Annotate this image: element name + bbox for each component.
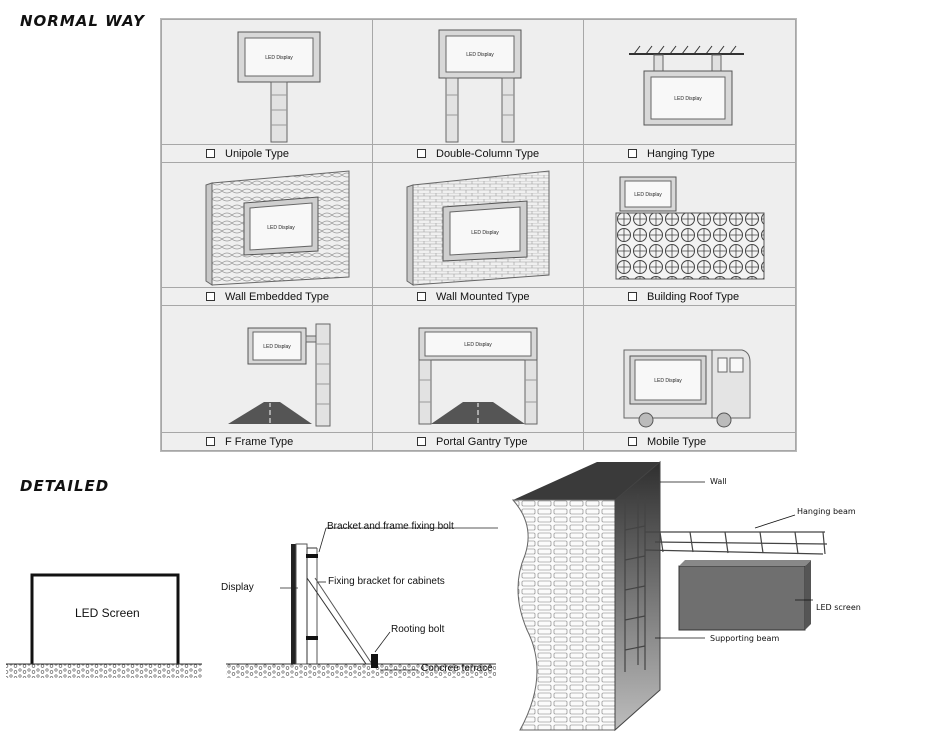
cell-portal-gantry: LED Display Portal Gantry Type	[372, 305, 584, 451]
checkbox-f-frame[interactable]	[206, 437, 215, 446]
cell-building-roof: LED Display Building Roof Type	[583, 162, 796, 306]
label-f-frame: F Frame Type	[225, 435, 294, 448]
label-terrace: Concree terrace	[421, 663, 493, 674]
label-unipole: Unipole Type	[225, 147, 290, 160]
sign-text: LED Display	[674, 96, 702, 102]
caption-wall-embedded: Wall Embedded Type	[162, 287, 372, 305]
double-column-illustration: LED Display	[438, 29, 522, 143]
label-led-screen: LED screen	[816, 603, 861, 612]
mobile-illustration: LED Display	[623, 349, 751, 428]
sign-text: LED Display	[466, 52, 494, 58]
caption-unipole: Unipole Type	[162, 144, 372, 162]
portal-gantry-illustration: LED Display	[418, 327, 538, 425]
checkbox-wall-embedded[interactable]	[206, 292, 215, 301]
bracket-diagram	[226, 527, 498, 678]
label-wall-mounted: Wall Mounted Type	[436, 290, 530, 303]
wall-embedded-illustration: LED Display	[205, 170, 350, 286]
installation-types-grid: LED Display Unipole Type LED Display Dou…	[160, 18, 797, 452]
sign-text: LED Display	[634, 192, 662, 198]
checkbox-double-column[interactable]	[417, 149, 426, 158]
checkbox-unipole[interactable]	[206, 149, 215, 158]
cell-f-frame: LED Display F Frame Type	[161, 305, 373, 451]
caption-portal-gantry: Portal Gantry Type	[373, 432, 583, 450]
building-roof-illustration: LED Display	[615, 176, 765, 280]
label-wall: Wall	[710, 477, 727, 486]
f-frame-illustration: LED Display	[228, 323, 331, 427]
cell-hanging: LED Display Hanging Type	[583, 19, 796, 163]
sign-text: LED Display	[654, 378, 682, 384]
label-double-column: Double-Column Type	[436, 147, 540, 160]
heading-normal-way: NORMAL WAY	[20, 12, 145, 30]
caption-wall-mounted: Wall Mounted Type	[373, 287, 583, 305]
heading-detailed: DETAILED	[20, 477, 110, 495]
checkbox-hanging[interactable]	[628, 149, 637, 158]
sign-text: LED Display	[464, 342, 492, 348]
label-supporting-beam: Supporting beam	[710, 634, 780, 643]
caption-hanging: Hanging Type	[584, 144, 795, 162]
unipole-illustration: LED Display	[237, 31, 321, 143]
label-display: Display	[221, 582, 254, 593]
checkbox-wall-mounted[interactable]	[417, 292, 426, 301]
cell-double-column: LED Display Double-Column Type	[372, 19, 584, 163]
checkbox-mobile[interactable]	[628, 437, 637, 446]
caption-double-column: Double-Column Type	[373, 144, 583, 162]
label-fixing-bolt: Bracket and frame fixing bolt	[327, 521, 454, 532]
cell-wall-mounted: LED Display Wall Mounted Type	[372, 162, 584, 306]
label-mobile: Mobile Type	[647, 435, 707, 448]
led-screen-label: LED Screen	[75, 606, 140, 620]
checkbox-portal-gantry[interactable]	[417, 437, 426, 446]
label-building-roof: Building Roof Type	[647, 290, 740, 303]
sign-text: LED Display	[471, 230, 499, 236]
hanging-illustration: LED Display	[629, 45, 744, 126]
cell-wall-embedded: LED Display Wall Embedded Type	[161, 162, 373, 306]
sign-text: LED Display	[263, 344, 291, 350]
label-portal-gantry: Portal Gantry Type	[436, 435, 528, 448]
wall-mount-diagram	[511, 460, 828, 732]
cell-mobile: LED Display Mobile Type	[583, 305, 796, 451]
label-rooting-bolt: Rooting bolt	[391, 624, 445, 635]
cell-unipole: LED Display Unipole Type	[161, 19, 373, 163]
label-wall-embedded: Wall Embedded Type	[225, 290, 329, 303]
label-fixing-bracket: Fixing bracket for cabinets	[328, 576, 445, 587]
label-hanging-beam: Hanging beam	[797, 507, 856, 516]
led-screen-ground-diagram	[6, 573, 202, 678]
checkbox-building-roof[interactable]	[628, 292, 637, 301]
label-hanging: Hanging Type	[647, 147, 715, 160]
caption-mobile: Mobile Type	[584, 432, 795, 450]
caption-building-roof: Building Roof Type	[584, 287, 795, 305]
caption-f-frame: F Frame Type	[162, 432, 372, 450]
sign-text: LED Display	[267, 225, 295, 231]
wall-mounted-illustration: LED Display	[406, 170, 550, 286]
sign-text: LED Display	[265, 55, 293, 61]
